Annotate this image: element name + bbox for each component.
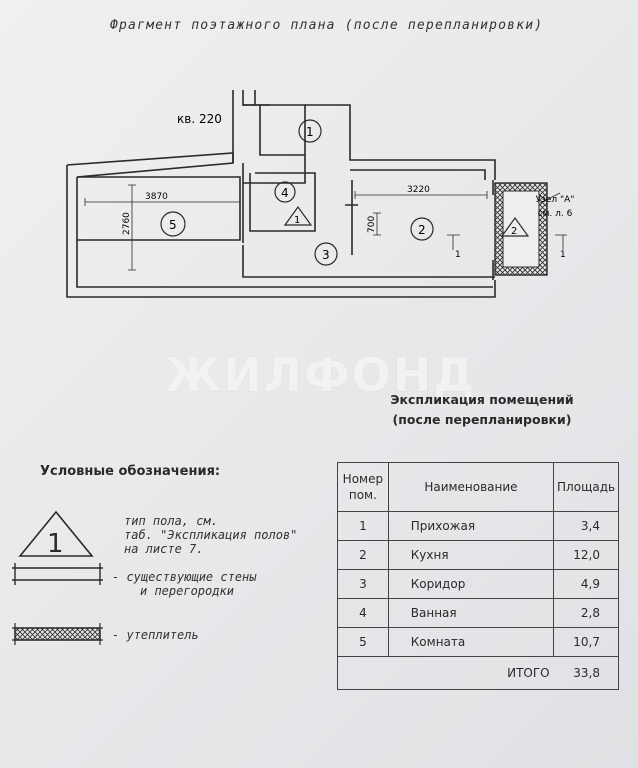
watermark: ЖИЛФОНД (165, 348, 477, 402)
corridor-wall (305, 104, 496, 180)
room-number: 5 (169, 218, 177, 232)
outer-wall-inner (76, 177, 493, 288)
table-row: 2 Кухня 12,0 (337, 540, 619, 570)
table-row: 3 Коридор 4,9 (337, 569, 619, 599)
top-wall-left (66, 152, 234, 178)
room-number: 1 (306, 125, 314, 139)
corridor-bottom (242, 245, 495, 278)
dimension-width-kitchen: 3220 (407, 185, 430, 195)
node-reference: см. л. 6 (538, 209, 573, 219)
header-name: Наименование (387, 462, 555, 512)
floor-type-triangle (500, 216, 530, 237)
total-label: ИТОГО (336, 656, 554, 690)
table-row: 5 Комната 10,7 (337, 627, 619, 657)
floor-type-mark: 1 (294, 215, 300, 226)
room-number: 3 (322, 248, 330, 262)
section-mark: 1 (560, 250, 566, 260)
apartment-label: кв. 220 (177, 112, 222, 126)
room-number: 2 (418, 223, 426, 237)
legend-floor-mark: 1 (47, 529, 64, 559)
bath-wall (249, 172, 316, 232)
sheet-title: Фрагмент поэтажного плана (после перепла… (110, 18, 544, 33)
table-row: 1 Прихожая 3,4 (337, 511, 619, 541)
node-label: Узел "А" (536, 195, 575, 205)
explication-title: Экспликация помещений (после перепланиро… (390, 392, 574, 427)
legend-floor-type-icon: 1 (18, 510, 94, 559)
legend-insulation-icon (12, 623, 103, 645)
legend-title: Условные обозначения: (40, 464, 221, 479)
stair-wall-top (243, 90, 270, 106)
table-row: 4 Ванная 2,8 (337, 598, 619, 628)
total-area: 33,8 (553, 656, 619, 690)
floor-type-mark: 2 (511, 226, 517, 237)
header-area: Площадь (553, 462, 619, 512)
dimension-700: 700 (367, 216, 377, 233)
room1-wall (259, 105, 305, 156)
room-number: 4 (281, 186, 289, 200)
explication-table: Номер пом. Наименование Площадь 1 Прихож… (336, 462, 619, 690)
header-number: Номер пом. (337, 462, 389, 512)
legend-floor-desc: тип пола, см. таб. "Экспликация полов" н… (124, 514, 298, 556)
table-total-row: ИТОГО 33,8 (336, 656, 619, 690)
legend-walls-desc: - существующие стены и перегородки (112, 570, 257, 598)
section-mark: 1 (455, 250, 461, 260)
floor-plan: кв. 220 1 4 5 3 2 1 2 3870 3220 2760 700… (66, 90, 574, 298)
kitchen-left (345, 180, 358, 255)
outer-wall (66, 165, 496, 298)
stair-wall (232, 90, 306, 184)
floor-type-triangle (283, 205, 313, 226)
kitchen-top (350, 169, 486, 180)
table-header-row: Номер пом. Наименование Площадь (337, 462, 619, 512)
dimension-width-room5: 3870 (145, 192, 168, 202)
legend-walls-icon (12, 563, 103, 585)
legend-insulation-desc: - утеплитель (112, 628, 199, 642)
room5-wall (77, 176, 241, 241)
dimension-height-room5: 2760 (122, 212, 132, 235)
